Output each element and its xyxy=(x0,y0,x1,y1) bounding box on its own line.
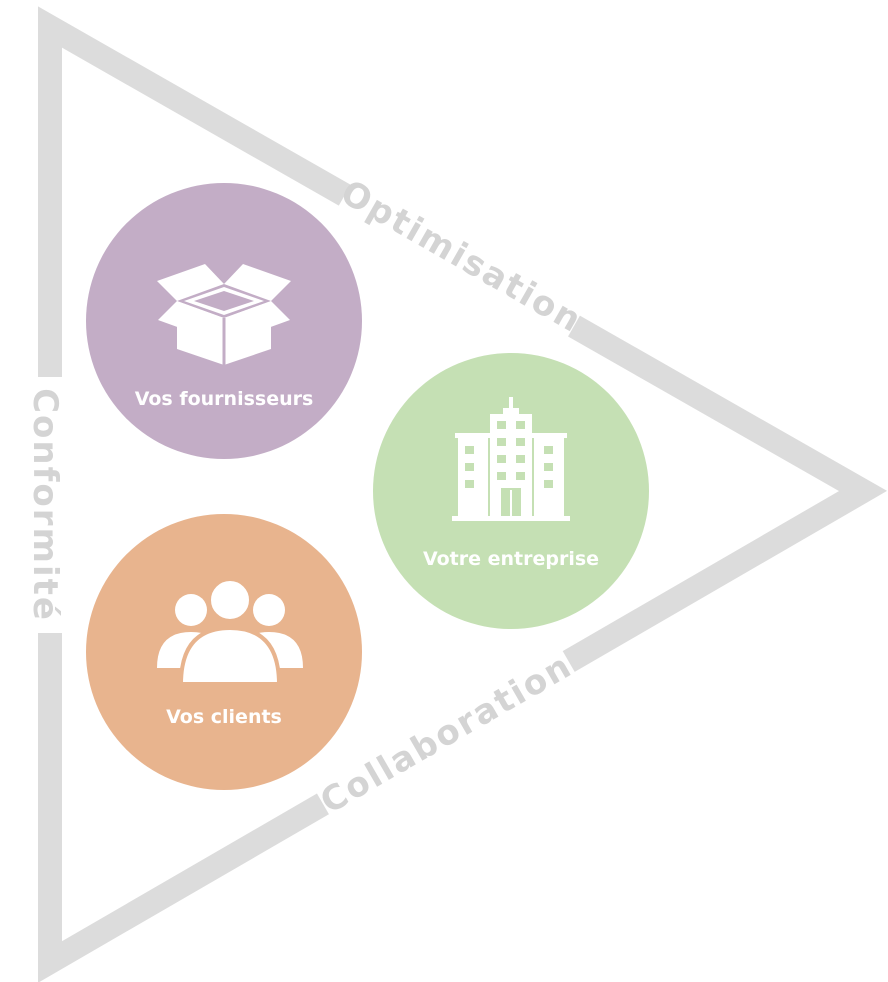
bottom-edge-label-gap xyxy=(305,630,587,836)
left-edge-text: Conformité xyxy=(25,388,65,622)
building-icon xyxy=(452,397,570,521)
node-company: Votre entreprise xyxy=(373,353,649,629)
company-label: Votre entreprise xyxy=(423,548,599,570)
top-edge-text: Optimisation xyxy=(334,172,589,341)
suppliers-label: Vos fournisseurs xyxy=(135,388,314,410)
clients-label: Vos clients xyxy=(166,706,282,728)
people-group-icon xyxy=(157,577,303,686)
left-edge-label: Conformité xyxy=(12,377,80,633)
node-clients: Vos clients xyxy=(86,514,362,790)
open-box-icon xyxy=(157,264,291,365)
node-suppliers: Vos fournisseurs xyxy=(86,183,362,459)
top-edge-label: Optimisation xyxy=(329,159,595,353)
top-edge-label-gap xyxy=(329,159,595,353)
left-edge-label-gap xyxy=(12,377,80,633)
